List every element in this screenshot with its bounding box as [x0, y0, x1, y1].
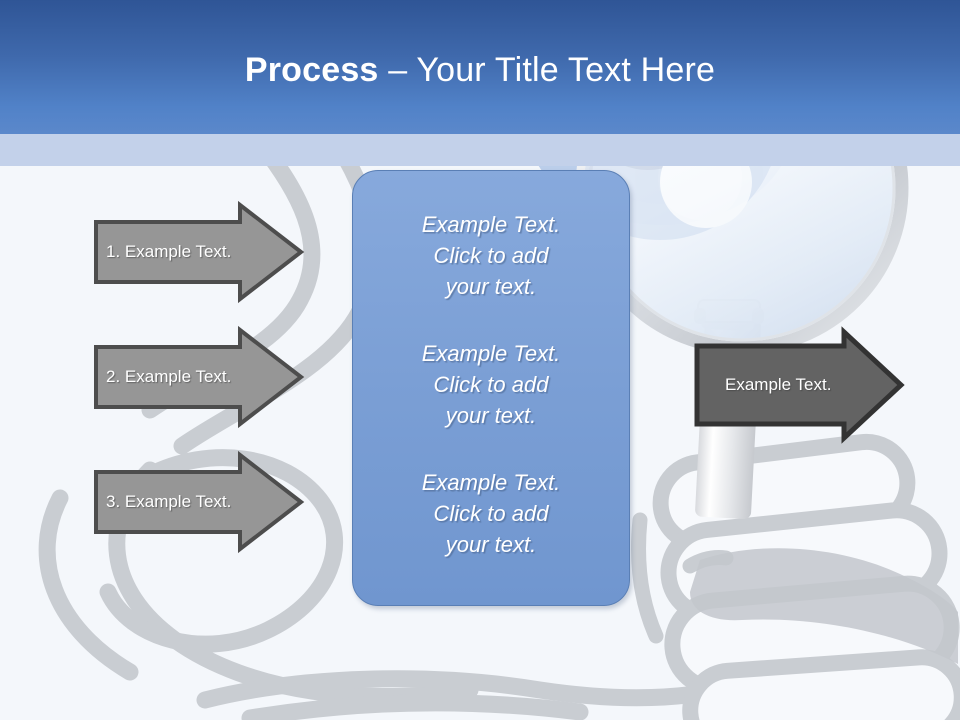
header-band [0, 0, 960, 134]
panel-block-1-line-3: your text. [445, 274, 537, 299]
panel-text-block-1: Example Text. Click to add your text. [353, 209, 629, 302]
input-arrow-1[interactable]: 1. Example Text. [90, 200, 306, 304]
input-arrow-1-label: 1. Example Text. [106, 242, 232, 261]
input-arrow-2-label: 2. Example Text. [106, 367, 232, 386]
panel-block-2-line-3: your text. [445, 403, 537, 428]
panel-text-block-2: Example Text. Click to add your text. [353, 338, 629, 431]
page-title-bold: Process [244, 51, 379, 89]
panel-text-block-3: Example Text. Click to add your text. [353, 467, 629, 560]
arrow-right-icon [94, 325, 305, 429]
header-underband [0, 134, 960, 166]
output-arrow[interactable]: Example Text. [692, 326, 906, 444]
panel-block-3-line-3: your text. [445, 532, 537, 557]
panel-block-1-line-2: Click to add [433, 243, 549, 268]
page-title: Process – Your Title Text Here [0, 48, 960, 92]
panel-block-2-line-1: Example Text. [421, 341, 561, 366]
panel-block-3-line-1: Example Text. [421, 470, 561, 495]
input-arrow-3[interactable]: 3. Example Text. [90, 450, 306, 554]
panel-block-2-line-2: Click to add [433, 372, 549, 397]
input-arrow-3-label: 3. Example Text. [106, 492, 232, 511]
arrow-right-icon [94, 450, 305, 554]
panel-block-3-line-2: Click to add [433, 501, 549, 526]
page-title-rest: – Your Title Text Here [378, 51, 716, 89]
panel-block-1-line-1: Example Text. [421, 212, 561, 237]
input-arrow-2[interactable]: 2. Example Text. [90, 325, 306, 429]
center-text-panel[interactable]: Example Text. Click to add your text. Ex… [352, 170, 630, 606]
arrow-right-icon [94, 200, 305, 304]
arrow-right-icon [694, 326, 905, 444]
output-arrow-label: Example Text. [725, 375, 832, 394]
